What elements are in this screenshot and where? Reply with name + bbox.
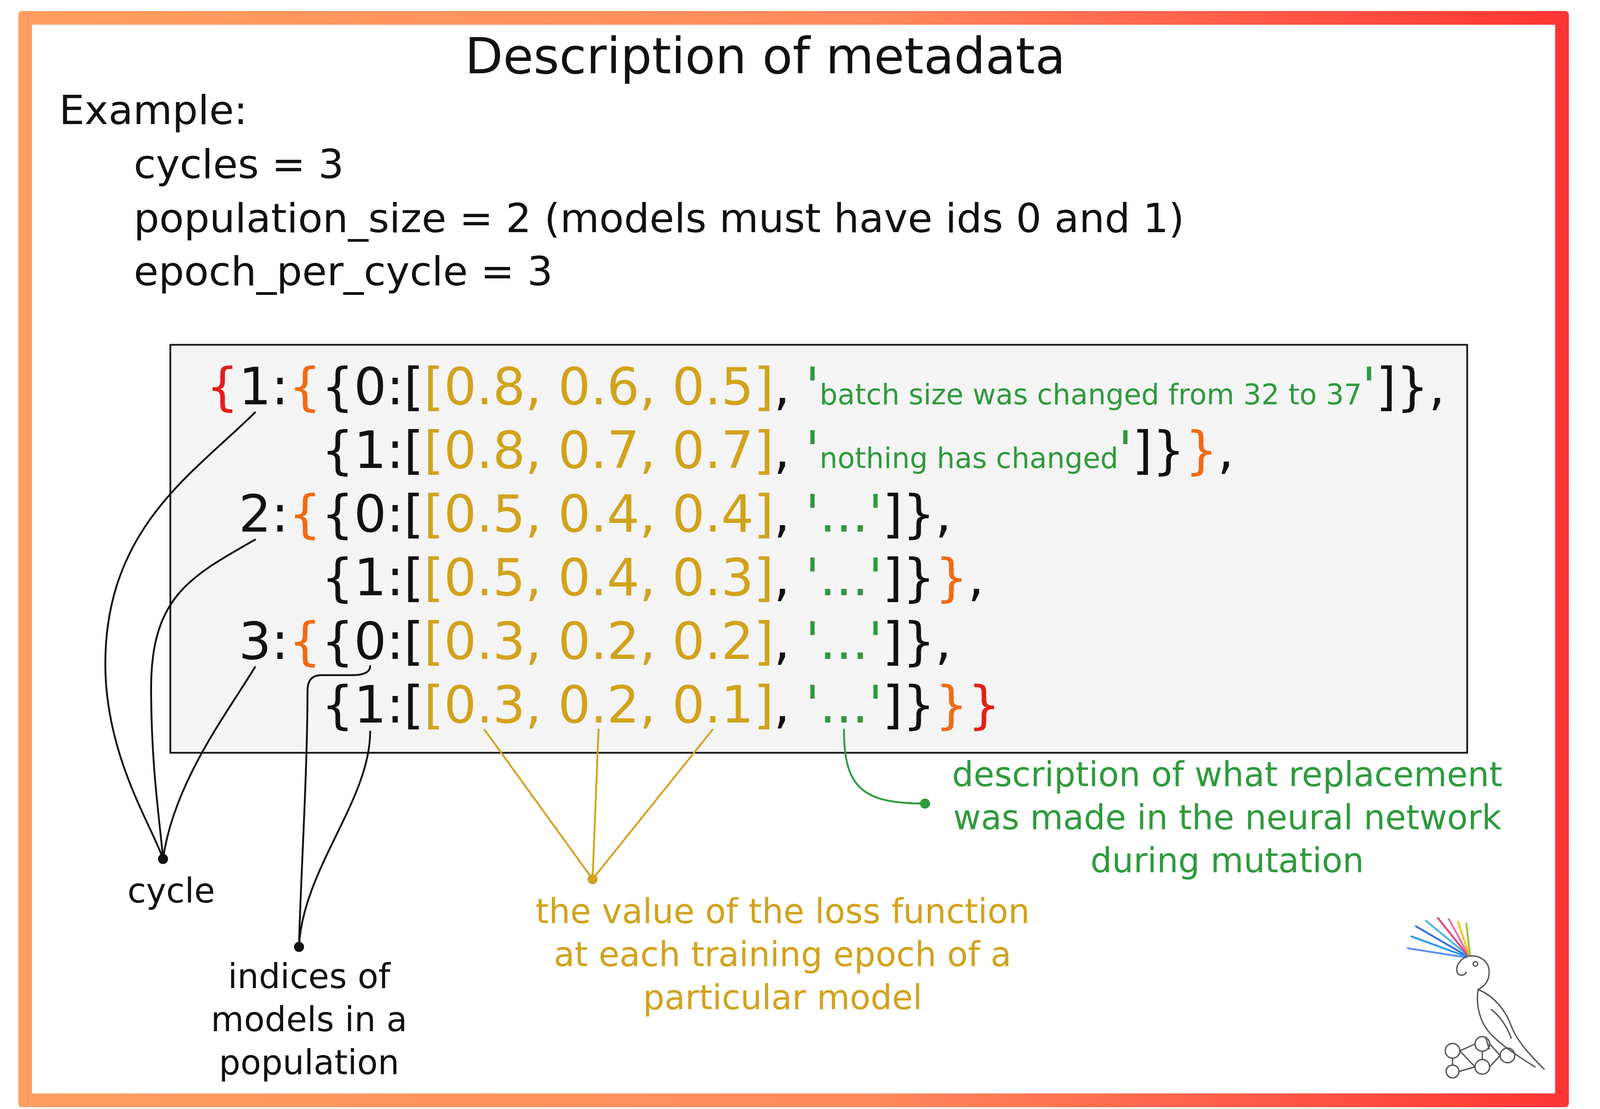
code-token: 2: [238, 484, 289, 544]
code-line: {1:{{0:[[0.8, 0.6, 0.5],'batch size was … [206, 354, 1446, 419]
leader-dot [587, 874, 598, 885]
code-token: {0:[ [321, 484, 425, 544]
code-token: [0.8, 0.7, 0.7] [423, 420, 774, 480]
code-token: , [773, 484, 791, 544]
parameter-line: epoch_per_cycle = 3 [133, 248, 553, 295]
code-token: ]} [882, 547, 936, 608]
code-token: , [1217, 420, 1235, 480]
code-token: [0.5, 0.4, 0.3] [423, 547, 774, 608]
code-token: batch size was changed from 32 to 37 [819, 378, 1363, 412]
leader-line [299, 666, 371, 947]
parameter-line: cycles = 3 [133, 141, 344, 188]
code-token: '...' [805, 547, 883, 608]
code-line: 2:{{0:[[0.5, 0.4, 0.4],'...']}, [238, 482, 952, 546]
code-token: , [773, 420, 791, 480]
code-token: } [935, 674, 968, 735]
code-box: {1:{{0:[[0.8, 0.6, 0.5],'batch size was … [169, 343, 1469, 754]
code-token: '...' [805, 674, 883, 735]
diagram-title: Description of metadata [398, 27, 1132, 85]
leader-line [163, 667, 256, 860]
code-token: ]} [882, 674, 936, 735]
leader-line [299, 731, 371, 947]
code-token: ' [805, 420, 820, 480]
code-token: '...' [805, 484, 883, 544]
leader-line [592, 729, 599, 880]
code-token: , [967, 547, 985, 608]
leader-line [592, 729, 713, 880]
code-token: ' [1118, 420, 1133, 480]
code-token: [0.3, 0.2, 0.2] [423, 611, 774, 671]
code-line: {1:[[0.3, 0.2, 0.1],'...']}}} [321, 673, 1001, 737]
leader-line [843, 729, 926, 804]
code-token: '...' [805, 611, 883, 671]
code-token: ' [805, 356, 820, 417]
callout-label: description of what replacement was made… [929, 752, 1525, 882]
code-token: , [773, 547, 791, 608]
code-token: [0.5, 0.4, 0.4] [423, 484, 774, 544]
code-token: } [935, 547, 968, 608]
leader-dot [157, 854, 169, 865]
code-token: } [967, 674, 1001, 735]
code-token: ' [1361, 356, 1377, 417]
code-token: {0:[ [321, 611, 425, 671]
code-token: nothing has changed [819, 441, 1119, 475]
code-token: 3: [238, 611, 289, 671]
code-token: {1:[ [321, 420, 425, 480]
leader-dot [293, 941, 305, 953]
code-token: {1:[ [321, 674, 425, 735]
code-token: ]}, [882, 484, 952, 544]
code-line: 3:{{0:[[0.3, 0.2, 0.2],'...']}, [238, 609, 952, 674]
parameter-line: population_size = 2 (models must have id… [133, 195, 1185, 242]
code-token: { [288, 484, 322, 544]
code-token: ]}, [1376, 356, 1446, 417]
code-token: , [773, 356, 791, 417]
code-token: { [288, 356, 322, 417]
code-token: { [288, 611, 322, 671]
code-token: [0.8, 0.6, 0.5] [423, 356, 774, 417]
callout-label: indices of models in a population [171, 954, 447, 1084]
code-token: {0:[ [321, 356, 425, 417]
code-line: {1:[[0.5, 0.4, 0.3],'...']}}, [321, 545, 985, 610]
leader-line [484, 729, 593, 880]
code-token: ]}, [882, 611, 952, 671]
code-token: {1:[ [321, 547, 425, 608]
leader-dot [919, 798, 931, 809]
code-token: 1: [238, 356, 289, 417]
code-token: } [1185, 420, 1218, 480]
callout-label: cycle [102, 869, 240, 913]
code-token: ]} [1132, 420, 1186, 480]
code-token: , [773, 674, 791, 735]
leader-line [151, 539, 256, 860]
callout-label: the value of the loss function at each t… [523, 889, 1042, 1019]
code-token: , [773, 611, 791, 671]
code-token: { [206, 356, 239, 417]
example-heading: Example: [59, 87, 248, 134]
leader-line [105, 412, 256, 860]
code-token: [0.3, 0.2, 0.1] [423, 674, 774, 735]
code-line: {1:[[0.8, 0.7, 0.7],'nothing has changed… [321, 418, 1235, 483]
